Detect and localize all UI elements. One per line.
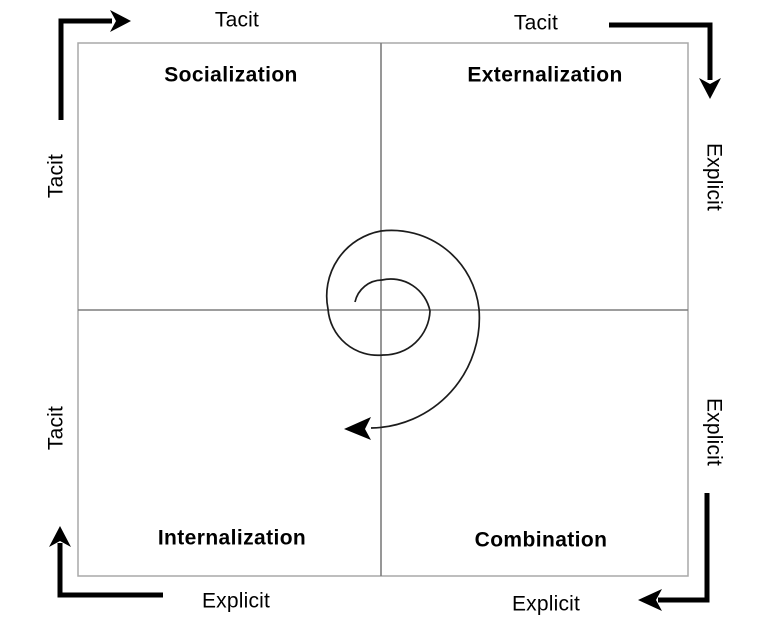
knowledge-spiral (325, 229, 481, 429)
spiral-arrowhead-icon (344, 417, 371, 440)
axis-label-explicit-right-top: Explicit (702, 142, 726, 212)
axis-label-tacit-left-top: Tacit (44, 153, 68, 199)
flow-arrow-top-right-icon (609, 22, 721, 99)
quadrant-label-externalization: Externalization (467, 63, 623, 87)
quadrant-label-internalization: Internalization (157, 526, 307, 550)
flow-arrow-bottom-right-icon (638, 493, 710, 611)
quadrant-label-socialization: Socialization (164, 63, 298, 87)
axis-label-explicit-bottom-right: Explicit (511, 592, 581, 616)
axis-label-tacit-top-right: Tacit (513, 11, 559, 35)
flow-arrow-bottom-left-icon (49, 526, 163, 598)
axis-label-explicit-right-bottom: Explicit (702, 397, 726, 467)
quadrant-label-combination: Combination (474, 528, 608, 552)
axis-label-tacit-left-bottom: Tacit (44, 405, 68, 451)
axis-label-explicit-bottom-left: Explicit (201, 589, 271, 613)
axis-label-tacit-top-left: Tacit (214, 8, 260, 32)
flow-arrow-top-left-icon (58, 10, 131, 120)
